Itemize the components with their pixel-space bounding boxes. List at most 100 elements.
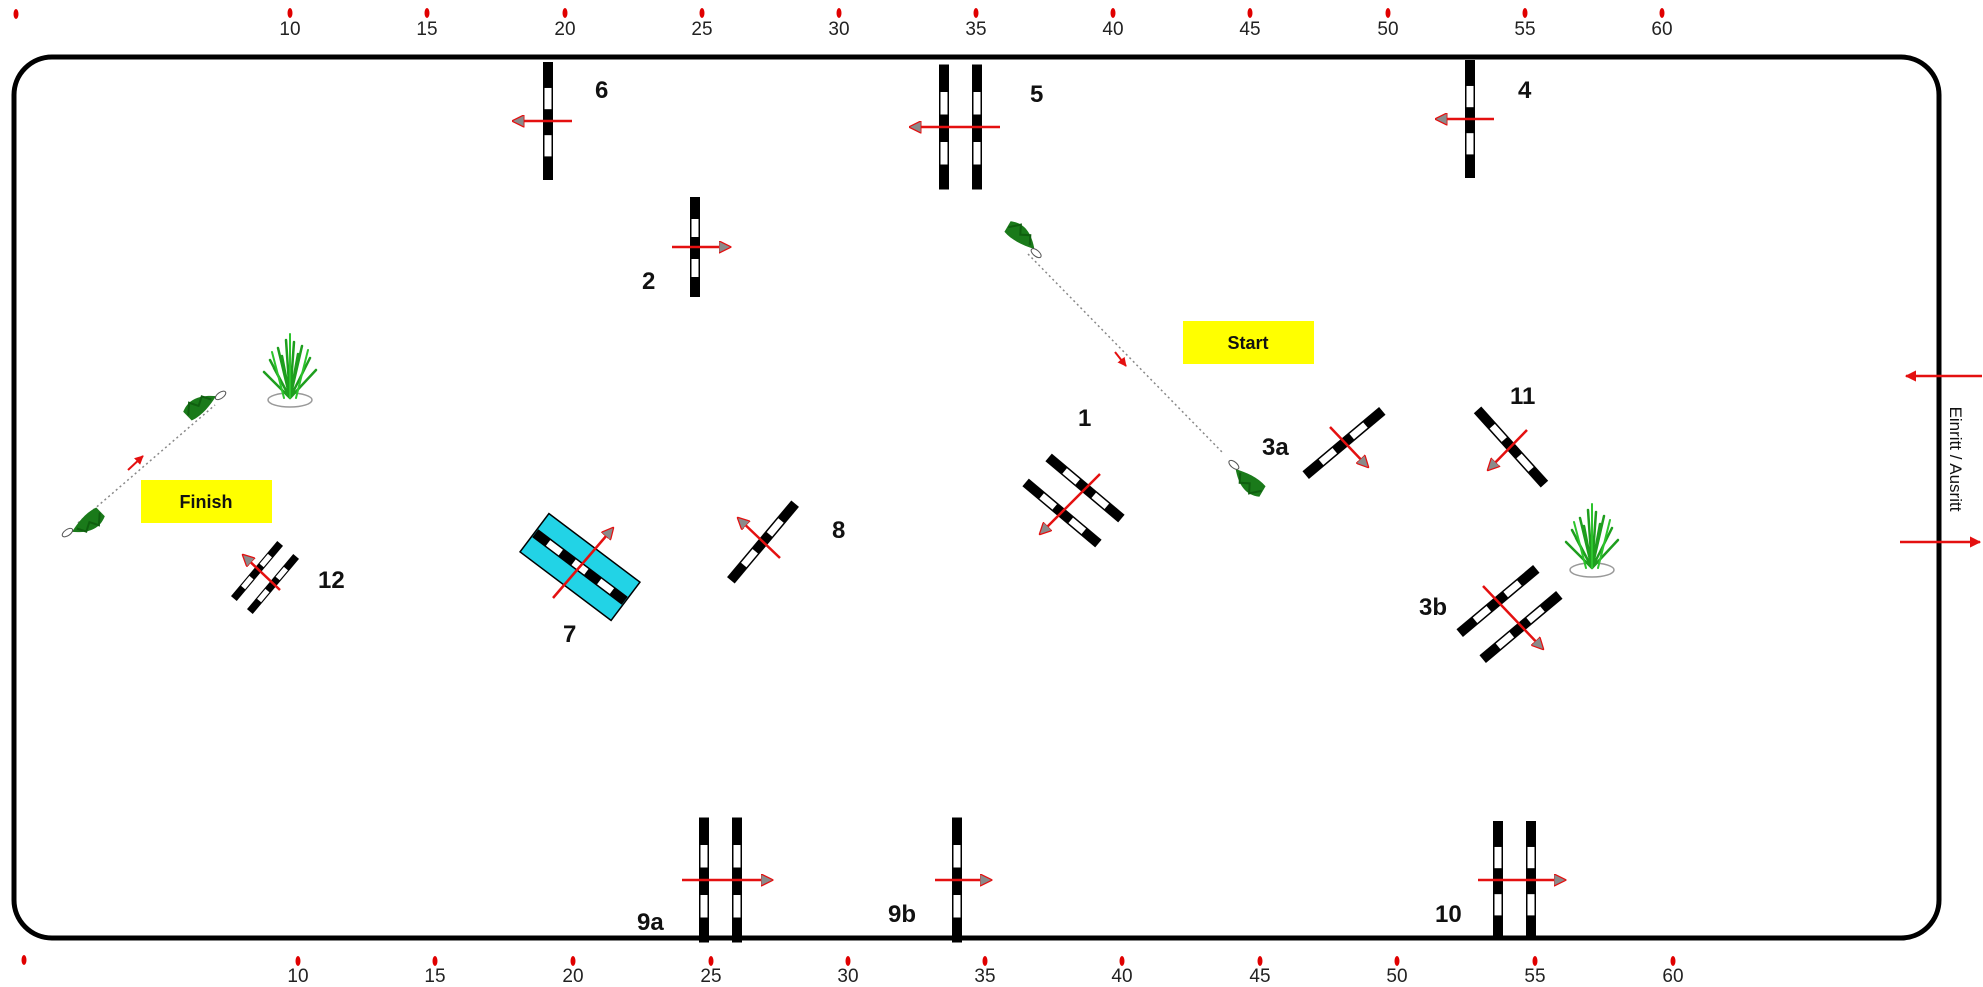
ruler-tick-30: 30 [828,8,850,40]
finish-label: Finish [180,492,233,512]
start-direction-arrow [1114,351,1127,367]
finish-flag-right [179,380,230,424]
obstacle-number: 5 [1030,81,1043,108]
ruler-label: 50 [1386,966,1407,987]
direction-arrow [243,555,281,591]
obstacle-5: 5 [910,64,1043,190]
ruler-tick-40: 40 [1102,8,1124,40]
arena-fence [11,54,1942,941]
obstacle-2: 2 [642,197,730,297]
plant-decoration-right [1564,502,1620,579]
obstacle-10: 10 [1435,821,1565,939]
top-ruler: 10 15 20 25 30 35 40 45 50 55 60 [13,8,1673,40]
obstacle-number: 3a [1262,434,1289,461]
start-flag-right [1220,456,1269,501]
ruler-label: 10 [279,19,300,40]
obstacle-3a: 3a [1262,407,1386,479]
ruler-tick-20: 20 [562,956,584,987]
finish-flag-left [58,504,109,548]
obstacle-9b: 9b [888,817,991,943]
ruler-label: 35 [965,19,986,40]
obstacle-number: 1 [1078,405,1091,432]
ruler-label: 30 [828,19,849,40]
ruler-tick-50: 50 [1377,8,1399,40]
obstacle-number: 4 [1518,77,1532,104]
direction-arrow [1040,473,1101,534]
ruler-tick-30: 30 [837,956,859,987]
entrance-label: Einritt / Ausritt [1946,407,1965,512]
ruler-tick-40: 40 [1111,956,1133,987]
obstacle-number: 12 [318,567,345,594]
ruler-tick-15: 15 [416,8,438,40]
jump-pole [230,541,284,601]
obstacle-3b: 3b [1419,565,1563,663]
ruler-label: 35 [974,966,995,987]
start-line [1001,217,1269,501]
obstacle-6: 6 [513,61,608,180]
obstacle-8: 8 [727,500,845,584]
ruler-tick-35: 35 [965,8,987,40]
ruler-label: 60 [1651,19,1672,40]
ruler-tick-60: 60 [1651,8,1673,40]
ruler-label: 40 [1102,19,1123,40]
direction-arrow [1488,429,1528,470]
obstacle-number: 3b [1419,594,1447,621]
ruler-label: 55 [1514,19,1535,40]
ruler-label: 30 [837,966,858,987]
ruler-tick-60: 60 [1662,956,1684,987]
finish-line [58,380,230,548]
ruler-tick-15: 15 [424,956,446,987]
finish-direction-arrow [127,455,144,471]
ruler-tick-50: 50 [1386,956,1408,987]
direction-arrow [1329,426,1368,467]
direction-arrow [552,528,613,599]
ruler-dot [13,9,19,19]
ruler-label: 60 [1662,966,1683,987]
ruler-tick-10: 10 [279,8,301,40]
ruler-label: 15 [424,966,445,987]
obstacle-number: 8 [832,517,845,544]
start-label: Start [1227,333,1268,353]
ruler-tick-20: 20 [554,8,576,40]
ruler-dot [21,955,27,965]
obstacle-number: 2 [642,268,655,295]
obstacle-9a: 9a [637,817,772,943]
bottom-ruler: 10 15 20 25 30 35 40 45 50 55 60 [21,955,1684,987]
obstacle-11: 11 [1473,383,1549,488]
start-sign: Start [1183,321,1314,364]
ruler-label: 45 [1239,19,1260,40]
obstacle-12: 12 [230,541,345,614]
obstacle-number: 6 [595,77,608,104]
ruler-tick-45: 45 [1239,8,1261,40]
obstacle-number: 9a [637,909,664,936]
ruler-label: 20 [554,19,575,40]
obstacle-1: 1 [1022,405,1125,548]
finish-sign: Finish [141,480,272,523]
ruler-label: 10 [287,966,308,987]
ruler-label: 40 [1111,966,1132,987]
ruler-tick-55: 55 [1524,956,1546,987]
ruler-tick-10: 10 [287,956,309,987]
ruler-label: 55 [1524,966,1545,987]
obstacle-number: 9b [888,901,916,928]
obstacle-number: 11 [1510,383,1535,410]
entrance-exit: Einritt / Ausritt [1900,370,1982,548]
obstacle-7: 7 [518,512,642,648]
ruler-label: 50 [1377,19,1398,40]
direction-arrow [1482,585,1543,649]
ruler-label: 25 [691,19,712,40]
start-flag-left [1001,217,1050,262]
ruler-label: 20 [562,966,583,987]
direction-arrow [738,518,781,559]
ruler-tick-35: 35 [974,956,996,987]
ruler-tick-45: 45 [1249,956,1271,987]
plant-decoration-left [262,332,318,409]
ruler-label: 45 [1249,966,1270,987]
ruler-tick-55: 55 [1514,8,1536,40]
obstacle-number: 7 [563,621,576,648]
obstacle-number: 10 [1435,901,1462,928]
ruler-label: 15 [416,19,437,40]
obstacle-4: 4 [1436,59,1532,178]
ruler-tick-25: 25 [691,8,713,40]
